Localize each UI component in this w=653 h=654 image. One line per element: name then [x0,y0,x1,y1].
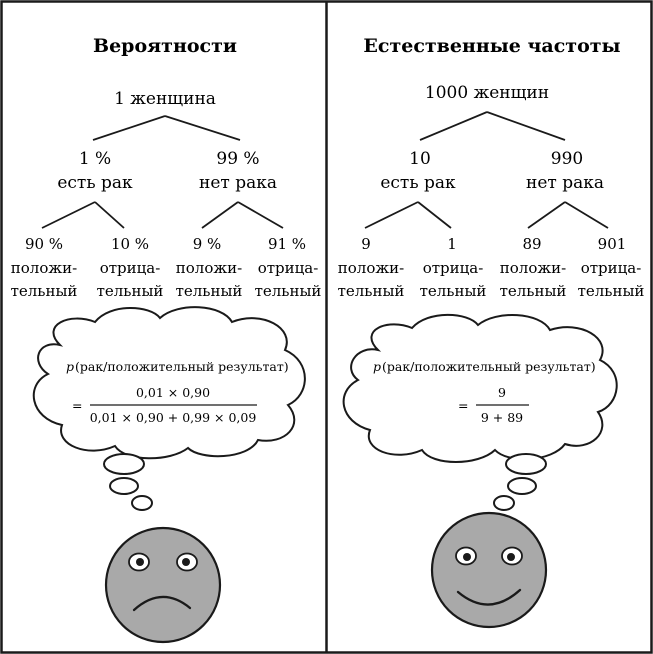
left-l1-value-1: 99 % [216,149,259,169]
left-leaf-line1-0: положи- [11,259,77,277]
right-formula-header: (рак/положительный результат) [382,359,596,374]
left-l1-value-0: 1 % [79,149,111,169]
right-leaf-value-1: 1 [447,235,457,253]
left-formula-p: p [66,359,74,374]
right-thought-bubble-large [505,453,547,475]
right-leaf-line1-3: отрица- [581,259,642,277]
left-leaf-value-0: 90 % [25,235,63,253]
right-formula-p: p [373,359,381,374]
left-formula-numerator: 0,01 × 0,90 [136,385,210,400]
right-l1-label-1: нет рака [526,173,604,193]
right-panel-title: Естественные частоты [363,35,620,57]
left-l1-label-1: нет рака [199,173,277,193]
happy-face [430,511,548,629]
right-panel: Естественные частоты 1000 женщин 10 есть… [338,35,645,629]
right-tree-branches [364,111,609,229]
right-l1-label-0: есть рак [380,173,456,193]
left-leaf-value-3: 91 % [268,235,306,253]
right-formula-denominator: 9 + 89 [481,410,523,425]
left-panel-title: Вероятности [93,35,237,57]
left-panel: Вероятности 1 женщина 1 % есть рак 99 % … [11,35,322,644]
left-formula-header: (рак/положительный результат) [75,359,289,374]
left-leaf-line1-3: отрица- [258,259,319,277]
right-thought-cloud [342,313,618,463]
right-leaf-value-3: 901 [598,235,627,253]
sad-face [104,526,222,644]
right-thought-bubble-small [493,495,515,511]
right-leaf-value-2: 89 [522,235,541,253]
left-leaf-line1-2: положи- [176,259,242,277]
left-leaf-line2-3: тельный [255,282,322,300]
right-leaf-value-0: 9 [361,235,371,253]
right-leaf-line1-0: положи- [338,259,404,277]
left-leaf-line2-1: тельный [97,282,164,300]
left-thought-bubble-large [103,453,145,475]
right-formula-numerator: 9 [498,385,506,400]
left-formula-denominator: 0,01 × 0,90 + 0,99 × 0,09 [90,410,257,425]
right-leaf-line2-1: тельный [420,282,487,300]
left-l1-label-0: есть рак [57,173,133,193]
right-thought-bubble-medium [507,477,537,495]
right-l1-value-1: 990 [551,149,583,169]
left-formula-equals: = [72,398,82,413]
left-thought-bubble-small [131,495,153,511]
left-tree-branches [41,115,284,229]
right-leaf-line2-0: тельный [338,282,405,300]
right-leaf-line2-2: тельный [500,282,567,300]
left-thought-cloud [32,306,306,460]
left-leaf-line2-2: тельный [176,282,243,300]
left-leaf-line1-1: отрица- [100,259,161,277]
left-root-label: 1 женщина [114,89,216,109]
left-thought-bubble-medium [109,477,139,495]
left-leaf-line2-0: тельный [11,282,78,300]
left-leaf-value-2: 9 % [193,235,222,253]
right-leaf-line2-3: тельный [578,282,645,300]
right-formula-equals: = [458,398,468,413]
right-leaf-line1-1: отрица- [423,259,484,277]
right-root-label: 1000 женщин [425,83,549,103]
right-leaf-line1-2: положи- [500,259,566,277]
left-leaf-value-1: 10 % [111,235,149,253]
right-l1-value-0: 10 [409,149,431,169]
